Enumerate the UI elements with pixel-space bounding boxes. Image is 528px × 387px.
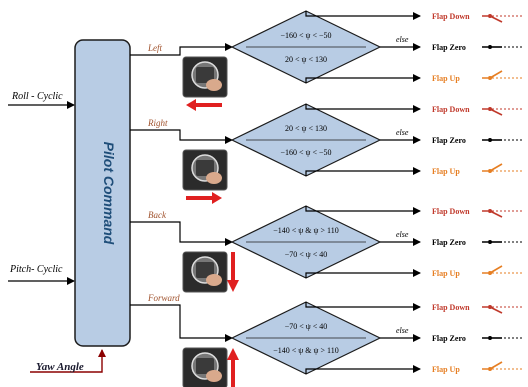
- branch-back-direction-arrow: [227, 252, 239, 292]
- branch-back-flap-up-label: Flap Up: [432, 269, 460, 278]
- branch-right-thumb: [206, 172, 222, 184]
- branch-back-upper-condition: −140 < ψ & ψ > 110: [273, 226, 338, 235]
- branch-forward-direction-arrow: [227, 348, 239, 387]
- branch-right-direction-arrow: [186, 192, 222, 204]
- branch-left-else-label: else: [396, 35, 409, 44]
- branch-right-connector: [130, 129, 233, 144]
- branch-right-joystick-center: [196, 160, 214, 176]
- branch-back-flap-down-label: Flap Down: [432, 207, 470, 216]
- branch-left-connector: [130, 43, 233, 56]
- branch-forward-flap-up-label: Flap Up: [432, 365, 460, 374]
- branch-forward-flap-down-icon-flap: [489, 306, 503, 314]
- branch-forward-flap-up-icon-flap: [489, 361, 503, 370]
- branch-right-flap-zero-label: Flap Zero: [432, 136, 466, 145]
- branch-back-flap-zero-label: Flap Zero: [432, 238, 466, 247]
- branch-forward-else-label: else: [396, 326, 409, 335]
- branch-right-lower-condition: −160 < ψ < −50: [280, 148, 331, 157]
- pitch-input-label: Pitch- Cyclic: [9, 264, 63, 275]
- branch-forward-joystick-center: [196, 358, 214, 374]
- branch-forward-flap-down-line: [305, 302, 421, 311]
- branch-left-label: Left: [147, 43, 163, 53]
- branch-forward-flap-down-label: Flap Down: [432, 303, 470, 312]
- pilot-command-block: [74, 39, 131, 347]
- branch-left-flap-down-label: Flap Down: [432, 12, 470, 21]
- branch-left-flap-up-icon-flap: [489, 70, 503, 79]
- branch-back-flap-up-line: [305, 269, 421, 278]
- branch-back-flap-down-line: [305, 206, 421, 215]
- branch-right-flap-up-label: Flap Up: [432, 167, 460, 176]
- branch-left-upper-condition: −160 < ψ < −50: [280, 31, 331, 40]
- branch-forward-thumb: [206, 370, 222, 382]
- branch-back-else-label: else: [396, 230, 409, 239]
- branch-back-flap-down-icon-flap: [489, 210, 503, 218]
- branch-left-flap-up-line: [305, 74, 421, 83]
- pilot-command-label: Pilot Command: [101, 142, 117, 245]
- branch-forward-label: Forward: [147, 293, 180, 303]
- yaw-input-arrow: [30, 349, 106, 373]
- roll-input-label: Roll - Cyclic: [11, 91, 63, 102]
- branch-left-flap-down-icon-flap: [489, 15, 503, 23]
- branch-back-joystick-center: [196, 262, 214, 278]
- branch-forward-upper-condition: −70 < ψ < 40: [285, 322, 328, 331]
- branch-right-flap-up-line: [305, 167, 421, 176]
- branch-right-flap-down-label: Flap Down: [432, 105, 470, 114]
- branch-left-lower-condition: 20 < ψ < 130: [285, 55, 327, 64]
- branch-right-upper-condition: 20 < ψ < 130: [285, 124, 327, 133]
- branch-right-flap-down-icon-flap: [489, 108, 503, 116]
- branch-right-label: Right: [147, 118, 168, 128]
- branch-back-flap-up-icon-flap: [489, 265, 503, 274]
- branch-forward-flap-zero-label: Flap Zero: [432, 334, 466, 343]
- branch-forward-connector: [130, 304, 233, 342]
- branch-left-thumb: [206, 79, 222, 91]
- branch-left-joystick-center: [196, 67, 214, 83]
- branch-right-flap-up-icon-flap: [489, 163, 503, 172]
- branch-left-flap-zero-label: Flap Zero: [432, 43, 466, 52]
- branch-left-direction-arrow: [186, 99, 222, 111]
- branch-back-thumb: [206, 274, 222, 286]
- branch-back-lower-condition: −70 < ψ < 40: [285, 250, 328, 259]
- branch-right-flap-down-line: [305, 104, 421, 113]
- yaw-input-label: Yaw Angle: [36, 361, 84, 373]
- branch-right-else-label: else: [396, 128, 409, 137]
- branch-forward-flap-up-line: [305, 365, 421, 374]
- branch-left-flap-down-line: [305, 11, 421, 20]
- branch-back-label: Back: [148, 210, 167, 220]
- branch-left-flap-up-label: Flap Up: [432, 74, 460, 83]
- branch-back-connector: [130, 221, 233, 246]
- branch-forward-lower-condition: −140 < ψ & ψ > 110: [273, 346, 338, 355]
